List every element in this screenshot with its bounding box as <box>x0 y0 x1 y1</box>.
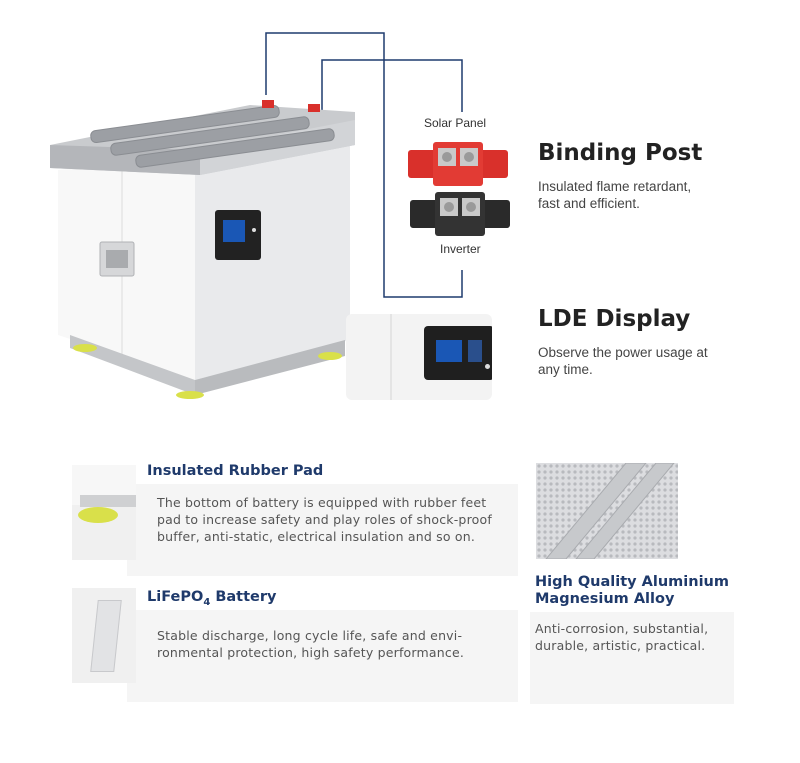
alloy-title: High Quality Aluminium Magnesium Alloy <box>535 574 729 608</box>
battery-cell-icon <box>90 600 122 672</box>
lde-display-image <box>346 314 492 400</box>
lifepo4-panel <box>127 610 518 702</box>
rubber-foot-icon <box>78 507 118 523</box>
inverter-label: Inverter <box>440 242 481 256</box>
lifepo4-title-suffix: Battery <box>210 589 277 605</box>
alloy-title-line1: High Quality Aluminium <box>535 574 729 590</box>
lifepo4-title-sub: 4 <box>203 596 211 608</box>
binding-post-desc: Insulated flame retardant, fast and effi… <box>538 178 691 212</box>
solar-panel-label: Solar Panel <box>424 116 487 130</box>
alloy-title-line2: Magnesium Alloy <box>535 591 675 607</box>
black-terminal-icon <box>410 192 510 236</box>
red-terminal-icon <box>408 142 508 186</box>
lifepo4-desc: Stable discharge, long cycle life, safe … <box>157 627 464 661</box>
lde-display-desc: Observe the power usage at any time. <box>538 344 708 378</box>
rubber-pad-image <box>72 465 136 560</box>
lde-display-desc-line2: any time. <box>538 362 593 377</box>
lde-display-title: LDE Display <box>538 306 691 332</box>
lifepo4-line2: ronmental protection, high safety perfor… <box>157 645 465 660</box>
rubber-pad-line2: pad to increase safety and play roles of… <box>157 512 492 527</box>
lifepo4-title: LiFePO4 Battery <box>147 589 276 608</box>
rubber-pad-panel <box>127 484 518 576</box>
lde-display-desc-line1: Observe the power usage at <box>538 345 708 360</box>
rubber-pad-desc: The bottom of battery is equipped with r… <box>157 494 492 545</box>
lifepo4-line1: Stable discharge, long cycle life, safe … <box>157 628 463 643</box>
display-screen-icon <box>424 326 492 380</box>
lifepo4-image <box>72 588 136 683</box>
alloy-line2: durable, artistic, practical. <box>535 638 706 653</box>
alloy-panel <box>530 612 734 704</box>
rubber-pad-line1: The bottom of battery is equipped with r… <box>157 495 487 510</box>
alloy-image <box>536 463 678 559</box>
alloy-desc: Anti-corrosion, substantial, durable, ar… <box>535 620 708 654</box>
binding-post-title: Binding Post <box>538 140 703 166</box>
binding-post-desc-line1: Insulated flame retardant, <box>538 179 692 194</box>
rubber-pad-line3: buffer, anti-static, electrical insulati… <box>157 529 476 544</box>
alloy-line1: Anti-corrosion, substantial, <box>535 621 709 636</box>
battery-cabinet-image <box>50 100 355 399</box>
rubber-pad-title: Insulated Rubber Pad <box>147 463 324 479</box>
lifepo4-title-prefix: LiFePO <box>147 589 204 605</box>
binding-post-desc-line2: fast and efficient. <box>538 196 640 211</box>
